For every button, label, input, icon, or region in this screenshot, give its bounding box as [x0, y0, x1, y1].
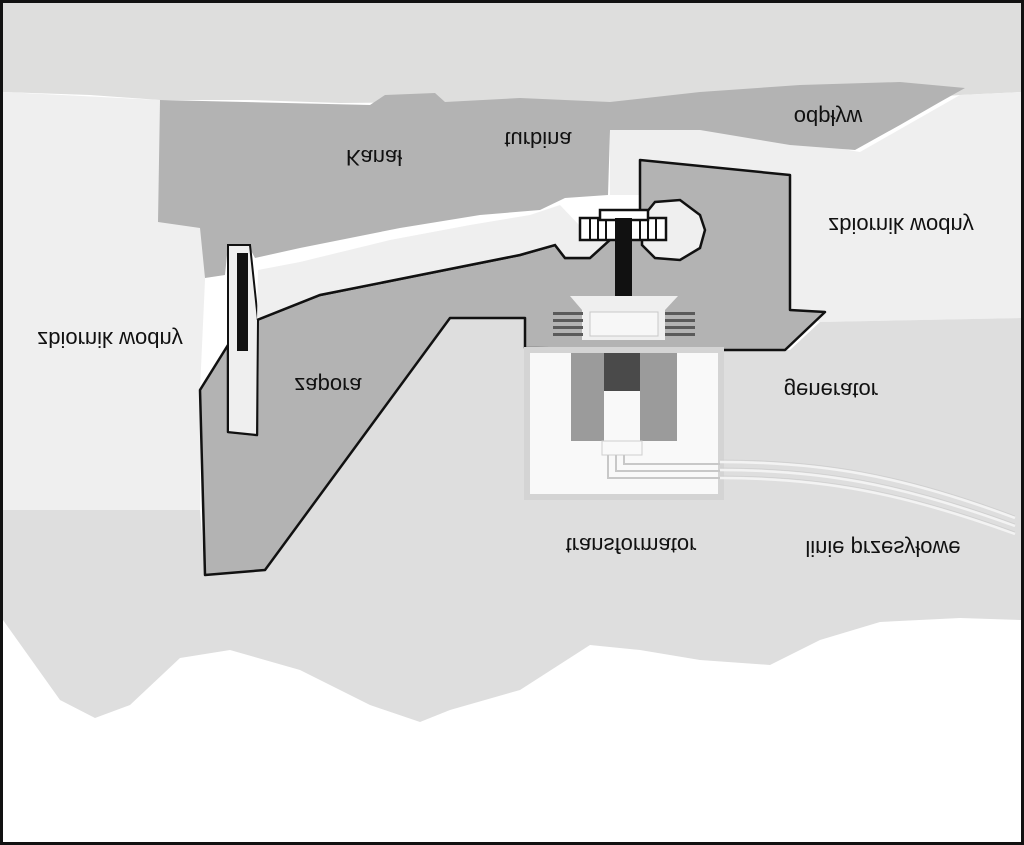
label-power-lines: linie przesyłowe — [805, 536, 960, 561]
transformer-base — [601, 440, 643, 456]
label-canal: Kanał — [346, 145, 402, 170]
label-reservoir-right: zbiornik wodny — [828, 213, 974, 238]
transmission-lines-edge — [719, 459, 1016, 533]
generator-rotor-cap — [589, 311, 659, 337]
label-outflow: odpływ — [794, 105, 863, 130]
turbine-shaft — [615, 218, 632, 296]
ground — [3, 318, 1021, 722]
transmission-lines — [719, 460, 1016, 536]
label-generator: generator — [784, 378, 878, 403]
label-turbine: turbina — [504, 127, 572, 152]
generator-core — [604, 353, 640, 391]
left-reservoir — [3, 92, 205, 510]
label-reservoir-left: zbiornik wodny — [37, 327, 183, 352]
penstock-outline — [256, 237, 613, 322]
right-water — [610, 92, 1021, 322]
label-transformer: transformator — [566, 533, 697, 558]
penstock — [257, 205, 612, 320]
turbine-housing — [640, 198, 707, 262]
label-dam: zapora — [294, 373, 362, 398]
generator-fins — [553, 312, 695, 336]
generator-slot — [604, 391, 640, 441]
dam-gate — [237, 253, 248, 351]
turbine-blades — [589, 218, 657, 240]
canal-area — [158, 82, 965, 278]
transformer-cables — [607, 455, 720, 479]
